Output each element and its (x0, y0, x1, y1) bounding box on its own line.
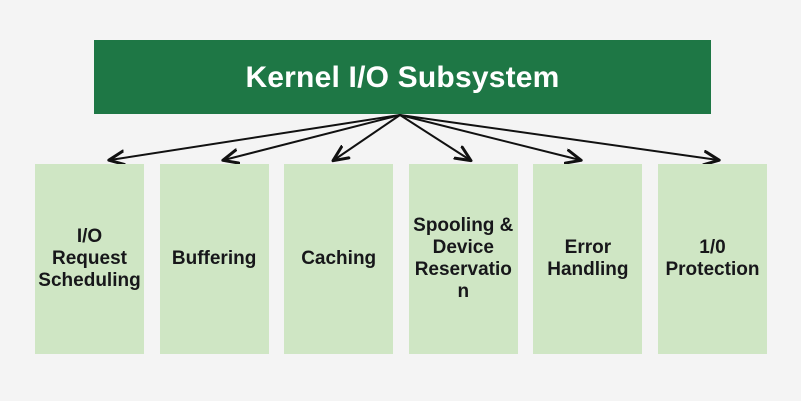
component-box-label: Error Handling (547, 236, 629, 280)
component-box-io-protection: 1/0 Protection (657, 164, 767, 354)
page-title: Kernel I/O Subsystem (245, 60, 560, 94)
arrow-to-spooling-device-reservation (399, 114, 470, 160)
component-box-spooling-device-reservation: Spooling & Device Reservation (408, 164, 518, 354)
component-box-error-handling: Error Handling (533, 164, 643, 354)
component-boxes-row: I/O Request Scheduling Buffering Caching… (35, 164, 767, 354)
component-box-caching: Caching (284, 164, 394, 354)
component-box-label: Spooling & Device Reservation (413, 214, 514, 303)
arrow-to-error-handling (399, 114, 580, 160)
component-box-io-request-scheduling: I/O Request Scheduling (35, 164, 144, 354)
component-box-label: I/O Request Scheduling (38, 225, 141, 292)
component-box-label: Buffering (171, 247, 257, 269)
component-box-buffering: Buffering (159, 164, 269, 354)
component-box-label: 1/0 Protection (665, 236, 760, 280)
arrow-to-buffering (224, 114, 401, 160)
component-box-label: Caching (301, 247, 377, 269)
kernel-io-subsystem-header-box: Kernel I/O Subsystem (94, 40, 711, 114)
arrow-to-io-request-scheduling (110, 114, 401, 160)
arrow-to-caching (334, 114, 401, 160)
arrow-to-io-protection (399, 114, 718, 160)
